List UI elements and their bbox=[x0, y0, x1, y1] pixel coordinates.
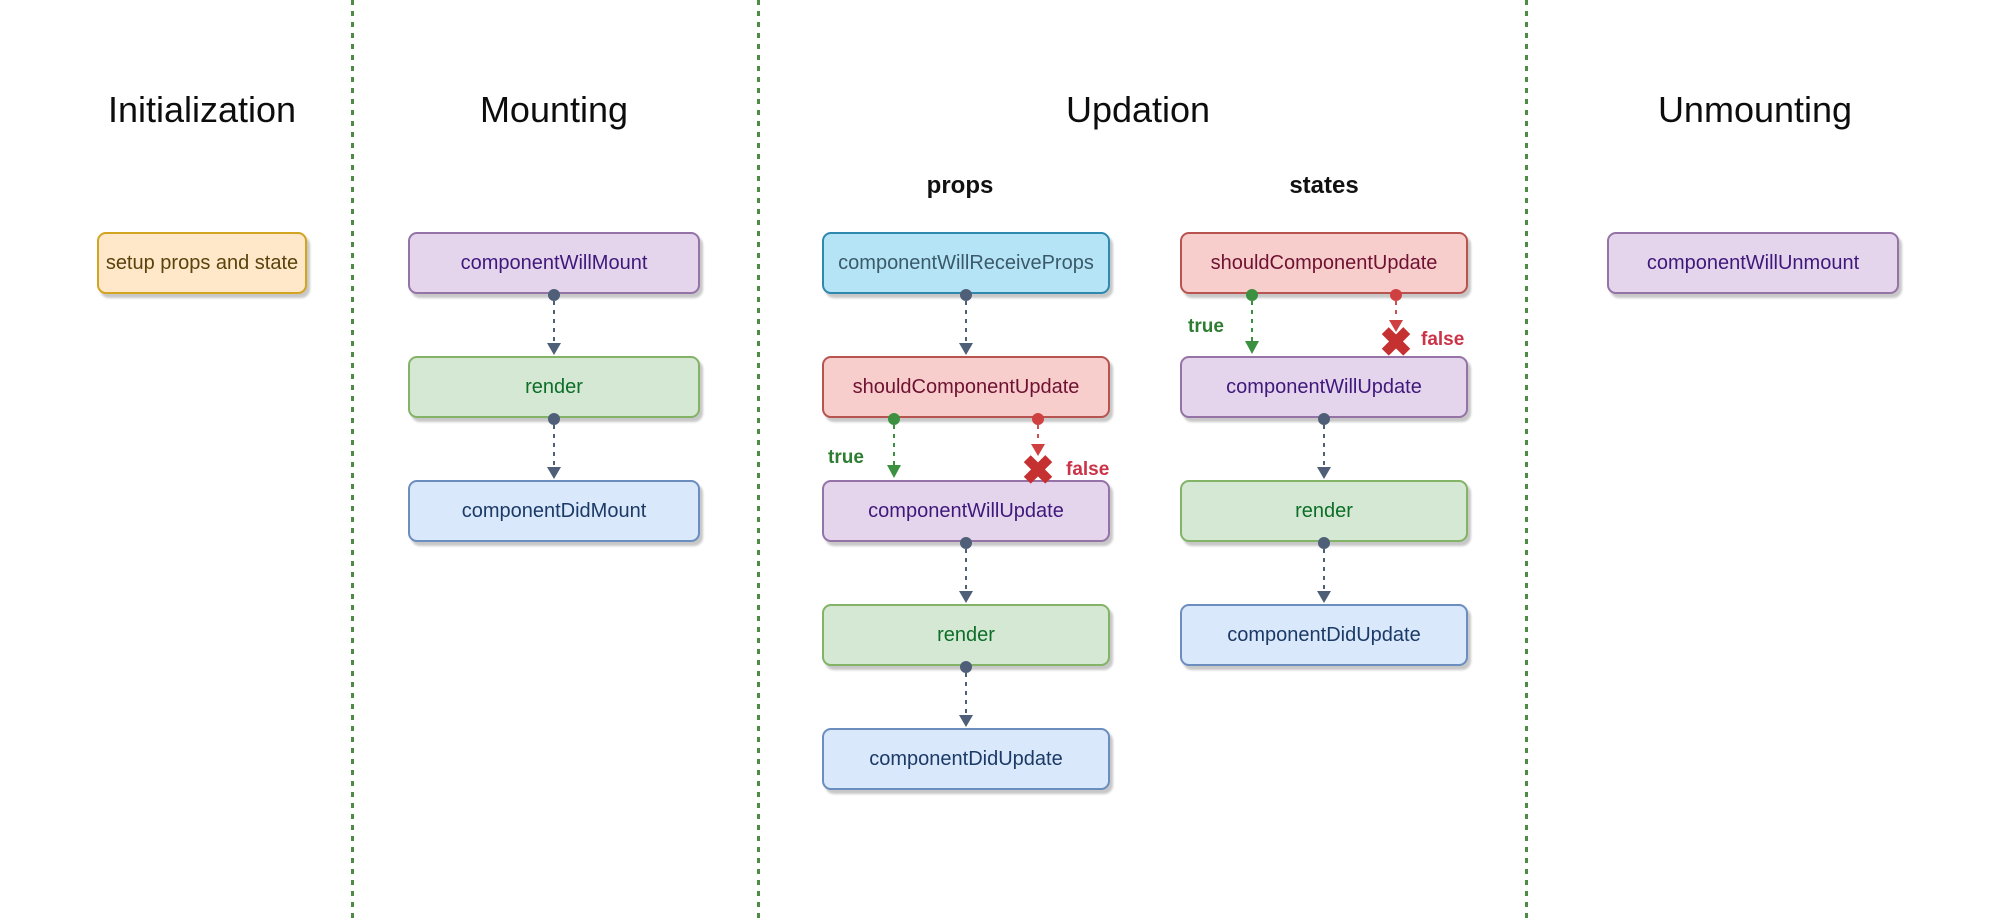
node-componentDidUpdate-props: componentDidUpdate bbox=[822, 728, 1110, 790]
connector-arrow bbox=[1317, 537, 1331, 603]
column-divider bbox=[351, 0, 354, 924]
branch-label-true-states: true bbox=[1188, 316, 1224, 337]
connector-arrow bbox=[1317, 413, 1331, 479]
column-divider bbox=[1525, 0, 1528, 924]
node-render-mounting: render bbox=[408, 356, 700, 418]
connector-arrow bbox=[959, 537, 973, 603]
phase-title-updation: Updation bbox=[1065, 89, 1211, 130]
node-componentWillReceiveProps: componentWillReceiveProps bbox=[822, 232, 1110, 294]
subcolumn-header-states: states bbox=[1289, 172, 1359, 199]
connector-arrow bbox=[547, 289, 561, 355]
column-divider bbox=[757, 0, 760, 924]
node-componentWillUpdate-props: componentWillUpdate bbox=[822, 480, 1110, 542]
branch-label-false-props: false bbox=[1066, 459, 1110, 480]
subcolumn-header-props: props bbox=[926, 172, 994, 199]
node-componentDidMount: componentDidMount bbox=[408, 480, 700, 542]
branch-label-true-props: true bbox=[828, 447, 864, 468]
phase-title-unmounting: Unmounting bbox=[1657, 89, 1853, 130]
node-componentWillUnmount: componentWillUnmount bbox=[1607, 232, 1899, 294]
node-componentDidUpdate-states: componentDidUpdate bbox=[1180, 604, 1468, 666]
node-componentWillMount: componentWillMount bbox=[408, 232, 700, 294]
true-branch-arrow bbox=[887, 413, 901, 478]
reject-x-icon: ✖ bbox=[1021, 449, 1055, 493]
connector-arrow bbox=[547, 413, 561, 479]
branch-label-false-states: false bbox=[1421, 329, 1465, 350]
phase-title-initialization: Initialization bbox=[107, 89, 297, 130]
node-shouldComponentUpdate-props: shouldComponentUpdate bbox=[822, 356, 1110, 418]
node-setup-props-and-state: setup props and state bbox=[97, 232, 307, 294]
node-shouldComponentUpdate-states: shouldComponentUpdate bbox=[1180, 232, 1468, 294]
connector-arrow bbox=[959, 661, 973, 727]
node-render-props: render bbox=[822, 604, 1110, 666]
reject-x-icon: ✖ bbox=[1379, 321, 1413, 365]
connector-arrow bbox=[959, 289, 973, 355]
node-componentWillUpdate-states: componentWillUpdate bbox=[1180, 356, 1468, 418]
phase-title-mounting: Mounting bbox=[479, 89, 629, 130]
node-render-states: render bbox=[1180, 480, 1468, 542]
true-branch-arrow bbox=[1245, 289, 1259, 354]
